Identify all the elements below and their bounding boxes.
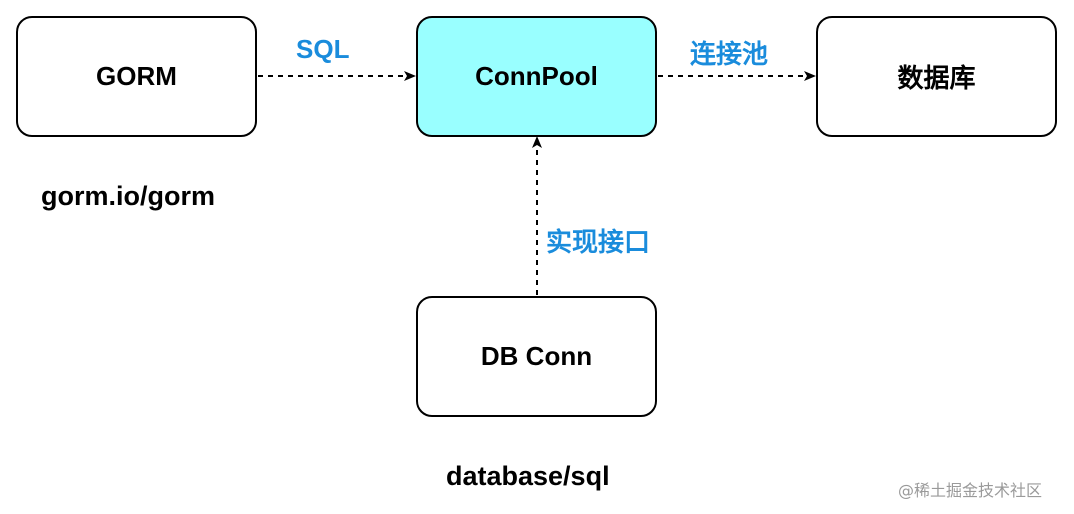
- database-node-label: 数据库: [897, 63, 976, 93]
- edge-label-connection-pool: 连接池: [690, 39, 769, 69]
- sql-package-caption: database/sql: [446, 461, 610, 491]
- dbconn-node: DB Conn: [416, 296, 657, 417]
- dbconn-node-label: DB Conn: [480, 341, 593, 371]
- connpool-node-label: ConnPool: [475, 61, 598, 91]
- gorm-package-caption: gorm.io/gorm: [41, 181, 215, 211]
- database-node: 数据库: [816, 16, 1057, 137]
- gorm-node-label: GORM: [96, 61, 177, 91]
- connpool-node: ConnPool: [416, 16, 657, 137]
- watermark: @稀土掘金技术社区: [898, 481, 1043, 500]
- edge-label-sql: SQL: [296, 34, 350, 64]
- edge-label-implements-interface: 实现接口: [546, 227, 651, 257]
- gorm-node: GORM: [16, 16, 257, 137]
